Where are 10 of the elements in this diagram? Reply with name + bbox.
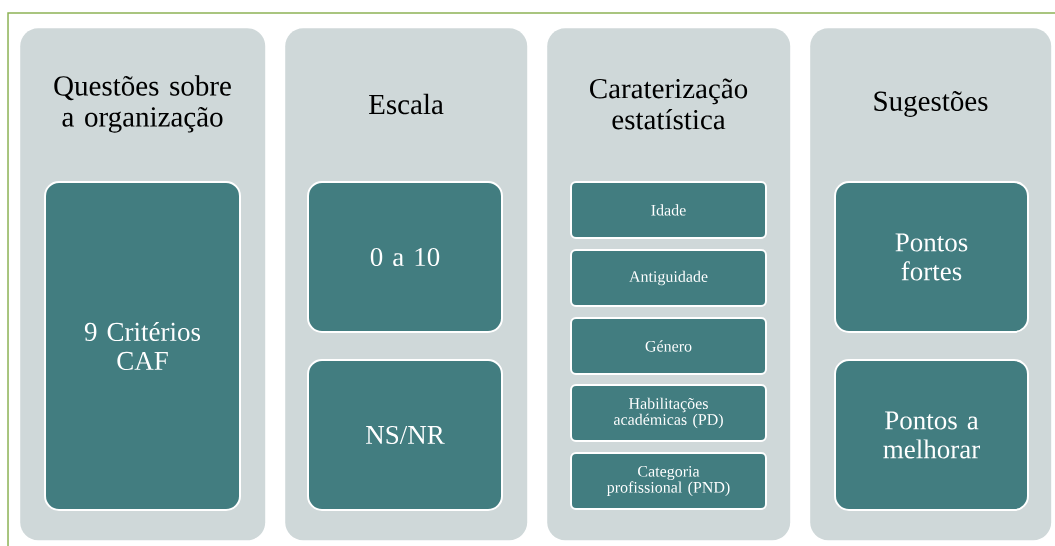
item-box: Categoria profissional (PND) [570,452,767,510]
content-box: Pontos fortes [834,181,1029,333]
content-box: 0 a 10 [307,181,503,333]
content-box: 9 Critérios CAF [44,181,241,511]
item-box: Género [570,317,767,375]
item-box: Habilitações académicas (PD) [570,384,767,442]
item-box: Idade [570,181,767,239]
item-box: Antiguidade [570,249,767,307]
content-box: NS/NR [307,359,503,511]
content-box: Pontos a melhorar [834,359,1029,511]
